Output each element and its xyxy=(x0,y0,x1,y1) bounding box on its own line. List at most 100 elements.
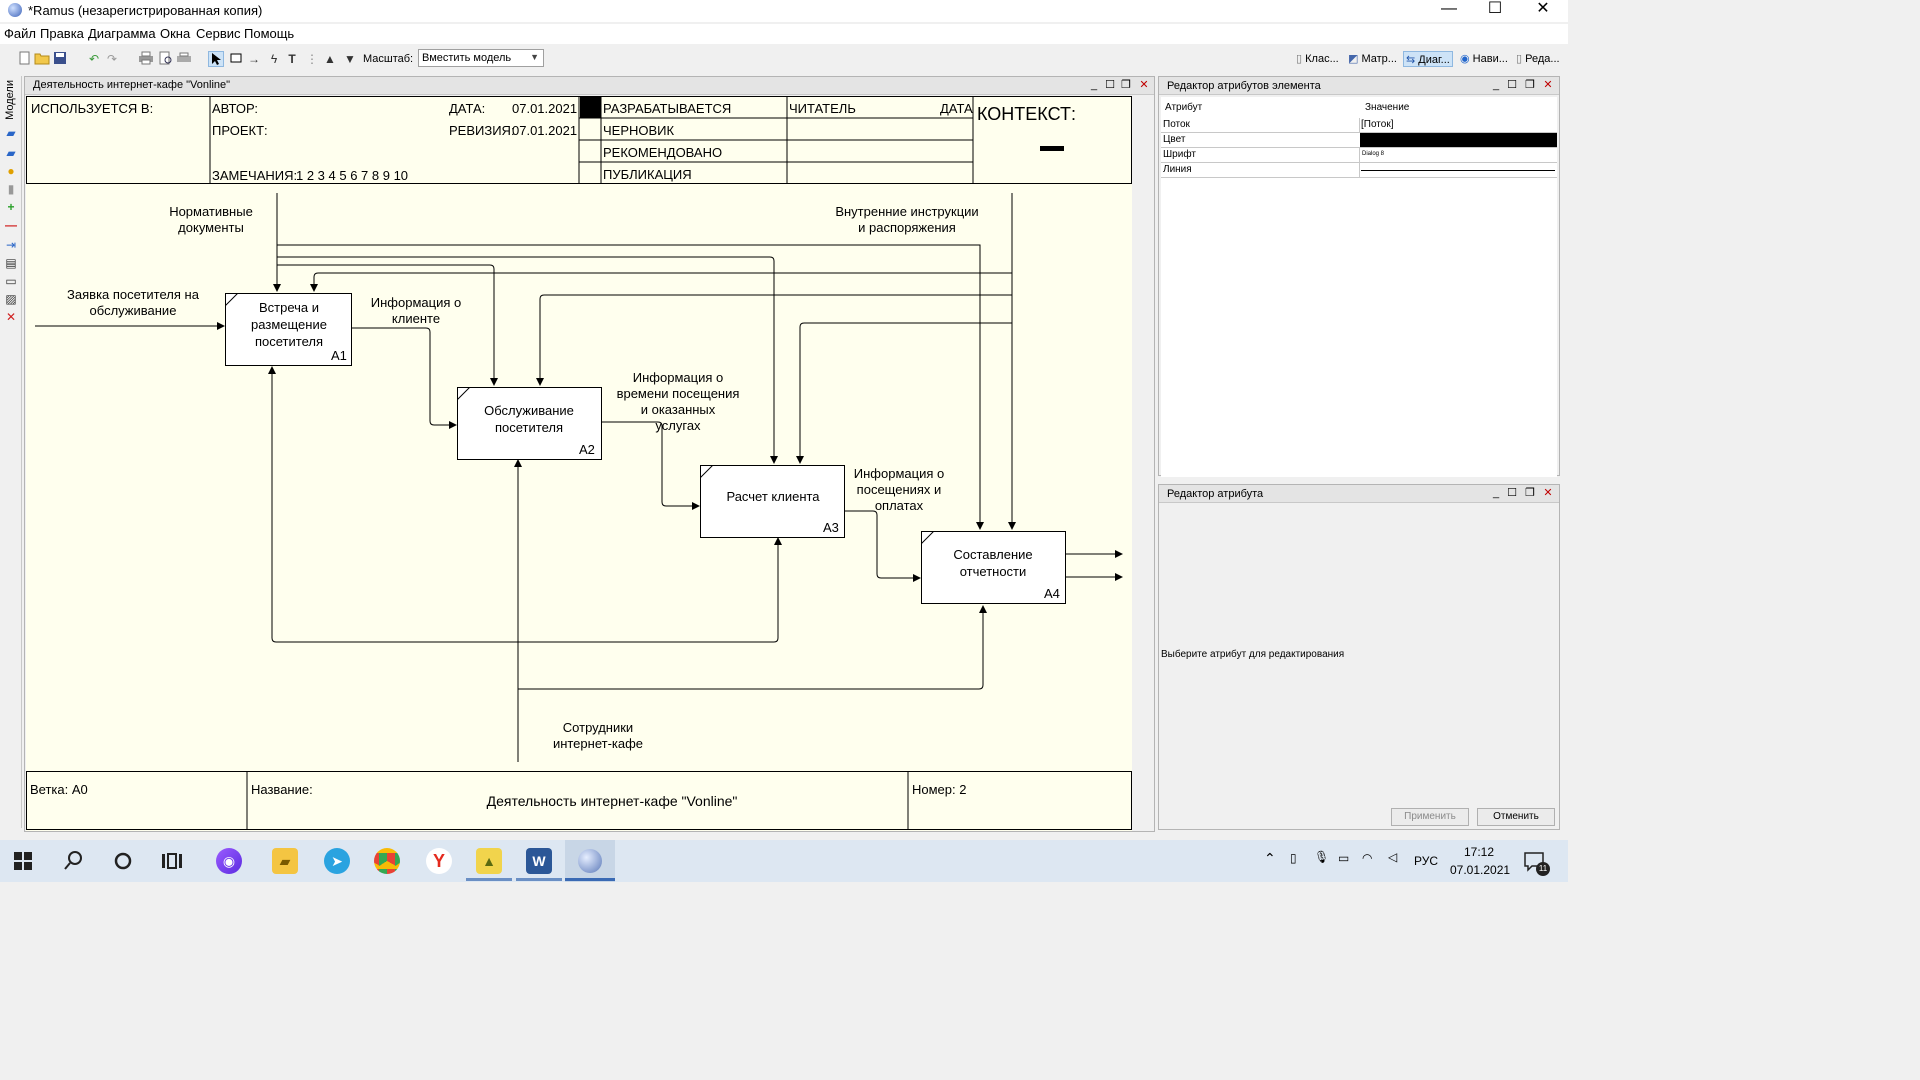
close-button[interactable]: ✕ xyxy=(1536,0,1550,17)
pointer-tool-icon[interactable] xyxy=(208,51,224,67)
volume-icon[interactable]: ◁ xyxy=(1388,850,1398,864)
restore-icon[interactable]: ❐ xyxy=(1525,79,1535,91)
arrow-normative-a3[interactable] xyxy=(277,256,778,464)
arrow-staff-a4[interactable] xyxy=(518,605,987,690)
print-preview-icon[interactable] xyxy=(158,51,174,67)
function-block-a3[interactable]: Расчет клиента A3 xyxy=(700,465,845,538)
column-value[interactable]: Значение xyxy=(1365,102,1410,113)
remove-icon[interactable]: — xyxy=(5,218,17,232)
minimize-icon[interactable]: _ xyxy=(1090,79,1098,91)
view-tab-matrix[interactable]: ◩ Матр... xyxy=(1348,51,1397,67)
arrow-internal-a2[interactable] xyxy=(536,294,1012,386)
view-tab-editor[interactable]: ▯ Реда... xyxy=(1516,51,1560,67)
clock-date[interactable]: 07.01.2021 xyxy=(1450,863,1511,877)
star-icon[interactable]: ● xyxy=(7,164,15,178)
cancel-button[interactable]: Отменить xyxy=(1477,808,1555,826)
scale-select[interactable]: Вместить модель ▼ xyxy=(418,49,544,67)
undo-icon[interactable]: ↶ xyxy=(88,52,100,66)
close-icon[interactable]: ✕ xyxy=(1543,79,1553,91)
view-tab-navigator[interactable]: ◉ Нави... xyxy=(1460,51,1508,67)
search-icon[interactable] xyxy=(64,850,84,875)
idef0-diagram-canvas[interactable]: ИСПОЛЬЗУЕТСЯ В: АВТОР: ПРОЕКТ: ЗАМЕЧАНИЯ… xyxy=(26,96,1132,831)
microphone-icon[interactable]: 🎙 xyxy=(1314,850,1330,864)
minimize-button[interactable]: — xyxy=(1441,0,1457,17)
menu-diagram[interactable]: Диаграмма xyxy=(88,26,156,41)
text-tool-icon[interactable]: T xyxy=(288,52,296,66)
image-viewer-icon[interactable]: ▲ xyxy=(476,848,502,874)
ramus-taskbar-button[interactable] xyxy=(565,840,615,882)
folder-open-icon[interactable]: ▰ xyxy=(6,126,16,140)
menu-service[interactable]: Сервис xyxy=(196,26,241,41)
add-icon[interactable]: + xyxy=(7,200,15,214)
properties-icon[interactable]: ▨ xyxy=(5,292,17,306)
battery-icon[interactable]: ▭ xyxy=(1338,851,1350,865)
close-icon[interactable]: ✕ xyxy=(1139,79,1149,91)
minimize-icon[interactable]: _ xyxy=(1492,487,1500,499)
maximize-icon[interactable]: ☐ xyxy=(1105,79,1115,91)
trash-icon[interactable]: ▮ xyxy=(7,182,15,196)
view-tab-diagram[interactable]: ⇆ Диаг... xyxy=(1403,51,1453,67)
maximize-button[interactable]: ☐ xyxy=(1487,0,1503,17)
close-icon[interactable]: ✕ xyxy=(1543,487,1553,499)
squiggle-tool-icon[interactable]: ϟ xyxy=(270,52,278,66)
telegram-icon[interactable]: ➤ xyxy=(324,848,350,874)
task-view-icon[interactable] xyxy=(162,852,182,873)
maximize-icon[interactable]: ☐ xyxy=(1507,79,1517,91)
redo-icon[interactable]: ↷ xyxy=(106,52,118,66)
attribute-row-line[interactable]: Линия xyxy=(1161,163,1557,178)
folder-icon[interactable]: ▰ xyxy=(6,146,16,160)
page-setup-icon[interactable] xyxy=(176,51,192,67)
go-up-icon[interactable]: ▲ xyxy=(324,52,336,66)
view-tab-classifier[interactable]: ▯ Клас... xyxy=(1296,51,1339,67)
column-attribute[interactable]: Атрибут xyxy=(1165,102,1203,113)
chrome-icon[interactable] xyxy=(374,848,400,874)
box-tool-icon[interactable] xyxy=(228,51,244,67)
menu-help[interactable]: Помощь xyxy=(244,26,295,41)
move-icon[interactable]: ⇥ xyxy=(5,238,17,252)
menu-file[interactable]: Файл xyxy=(4,26,36,41)
windows-start-icon[interactable] xyxy=(14,852,32,873)
arrow-tool-icon[interactable]: → xyxy=(248,52,260,66)
new-file-icon[interactable] xyxy=(16,51,32,67)
open-folder-icon[interactable] xyxy=(34,51,50,67)
frame-icon[interactable]: ▭ xyxy=(5,274,17,288)
arrow-staff-a3[interactable] xyxy=(518,537,782,643)
file-explorer-icon[interactable]: ▰ xyxy=(272,848,298,874)
restore-icon[interactable]: ❐ xyxy=(1525,487,1535,499)
arrow-a1-a2[interactable] xyxy=(352,327,457,429)
arrow-a2-a3[interactable] xyxy=(601,421,700,510)
grid-tool-icon[interactable]: ⋮ xyxy=(306,52,318,66)
menu-edit[interactable]: Правка xyxy=(40,26,84,41)
arrow-internal-a1[interactable] xyxy=(310,272,1012,292)
minimize-icon[interactable]: _ xyxy=(1492,79,1500,91)
save-icon[interactable] xyxy=(52,51,68,67)
window-icon[interactable]: ▤ xyxy=(5,256,17,270)
alice-assistant-icon[interactable]: ◉ xyxy=(216,848,242,874)
arrow-internal-a3[interactable] xyxy=(796,322,1012,464)
arrow-staff-a1[interactable] xyxy=(268,366,518,643)
attribute-row-color[interactable]: Цвет xyxy=(1161,133,1557,148)
attribute-row-font[interactable]: Шрифт Dialog 8 xyxy=(1161,148,1557,163)
input-language[interactable]: РУС xyxy=(1414,854,1439,868)
models-tab[interactable]: Модели xyxy=(4,80,16,120)
attribute-row-flow[interactable]: Поток [Поток] xyxy=(1161,118,1557,133)
clock-time[interactable]: 17:12 xyxy=(1464,845,1495,859)
apply-button[interactable]: Применить xyxy=(1391,808,1469,826)
delete-icon[interactable]: ✕ xyxy=(5,310,17,324)
device-icon[interactable]: ▯ xyxy=(1290,851,1297,865)
show-hidden-icons-chevron-up-icon[interactable]: ⌃ xyxy=(1264,850,1276,866)
yandex-browser-icon[interactable]: Y xyxy=(426,848,452,874)
menu-windows[interactable]: Окна xyxy=(160,26,191,41)
go-down-icon[interactable]: ▼ xyxy=(344,52,356,66)
word-icon[interactable]: W xyxy=(526,848,552,874)
notifications-icon[interactable] xyxy=(1524,852,1546,875)
cortana-icon[interactable] xyxy=(113,851,133,874)
print-icon[interactable] xyxy=(138,51,154,67)
wifi-icon[interactable]: ◠ xyxy=(1362,851,1373,865)
restore-icon[interactable]: ❐ xyxy=(1121,79,1131,91)
arrow-normative-a2[interactable] xyxy=(277,264,498,386)
maximize-icon[interactable]: ☐ xyxy=(1507,487,1517,499)
